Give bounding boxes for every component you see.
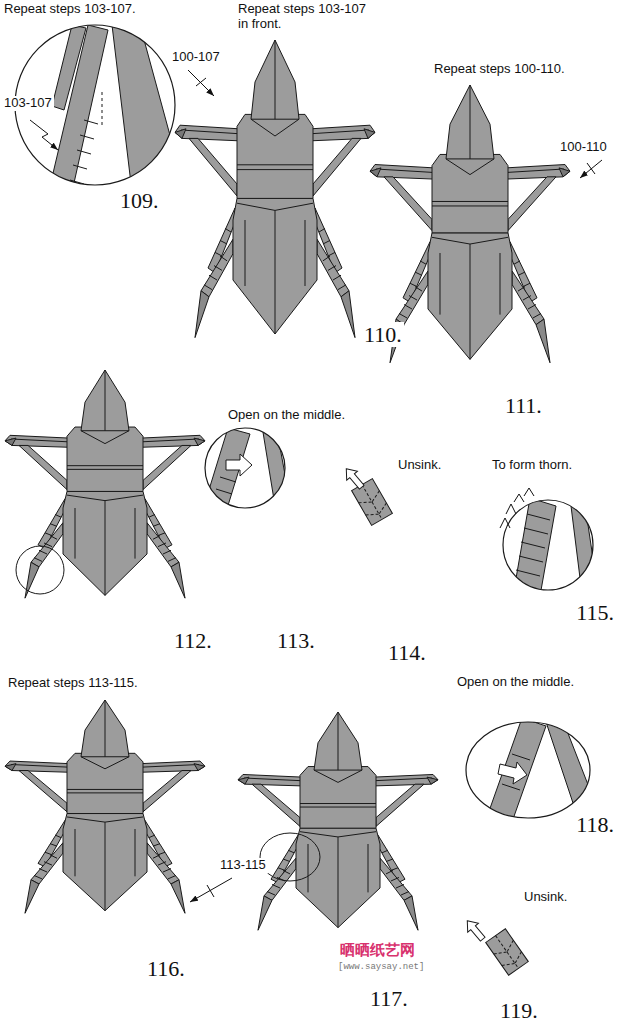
instruction-note: Open on the middle.	[455, 675, 576, 690]
highlight-ellipse	[260, 833, 320, 881]
detail-view-118-part-part	[512, 754, 530, 760]
highlight-circle	[16, 546, 64, 594]
detail-view-113-part	[205, 428, 285, 508]
step-number: 117.	[368, 986, 410, 1011]
unsink-piece-part-part	[486, 929, 529, 976]
step-number: 111.	[503, 393, 544, 418]
detail-view-118-part	[488, 718, 594, 822]
repeat-callout: 100-107	[170, 50, 222, 65]
unsink-piece	[341, 464, 392, 525]
beetle-figure	[175, 40, 375, 338]
detail-view-109-part-part	[77, 150, 91, 154]
unsink-piece-part	[462, 916, 488, 943]
repeat-callout: 100-110	[558, 140, 609, 155]
repeat-arrow	[580, 160, 602, 178]
step-number: 118.	[574, 812, 616, 837]
unsink-piece-part	[486, 929, 529, 976]
detail-view-113	[204, 426, 292, 512]
detail-view-113-part	[204, 426, 292, 512]
unsink-piece-part-part	[376, 503, 389, 514]
instruction-note: Repeat steps 100-110.	[432, 62, 567, 77]
detail-view-118-part-part	[498, 762, 527, 784]
unsink-piece-part-part	[369, 491, 382, 502]
watermark: 晒晒纸艺网	[338, 942, 417, 959]
detail-view-115-part-part	[521, 542, 545, 548]
detail-view-115-part-part	[500, 518, 510, 528]
detail-view-118-part-part	[546, 718, 594, 806]
step-number: 115.	[574, 600, 616, 625]
repeat-arrow	[188, 70, 214, 96]
detail-view-109-part-part	[112, 25, 174, 192]
instruction-note: Unsink.	[396, 458, 443, 473]
detail-view-115-part-part	[527, 514, 550, 520]
detail-view-115-part	[503, 500, 593, 590]
step-number: 109.	[118, 188, 161, 213]
detail-view-109-part-part	[80, 135, 94, 139]
unsink-piece-part	[341, 464, 367, 491]
detail-view-118	[466, 718, 594, 822]
detail-view-109-part-part	[50, 25, 108, 192]
repeat-callout: 103-107	[2, 96, 54, 111]
unsink-piece-part-part	[359, 497, 372, 508]
step-number: 116.	[145, 956, 187, 981]
detail-view-109-part-part	[102, 92, 103, 128]
detail-view-115-part-part	[570, 498, 598, 594]
instruction-note: To form thorn.	[490, 458, 574, 473]
repeat-callout: 113-115	[218, 858, 268, 873]
detail-view-113-part-part	[220, 477, 236, 482]
instruction-note: Open on the middle.	[226, 408, 347, 423]
detail-view-118-part-part	[502, 784, 520, 790]
unsink-piece	[462, 916, 528, 975]
unsink-piece-part-part	[504, 940, 517, 952]
beetle-figure	[5, 370, 205, 598]
detail-view-109-part	[30, 120, 58, 150]
repeat-arrow	[190, 878, 232, 902]
repeat-arrow-part	[188, 70, 214, 96]
unsink-piece-part-part	[496, 936, 519, 969]
instruction-note: Repeat steps 103-107 in front.	[236, 2, 375, 32]
detail-view-115-part-part	[524, 488, 534, 496]
detail-view-115-part	[514, 498, 598, 596]
unsink-piece-part-part	[494, 947, 507, 959]
repeat-arrow-part	[207, 885, 214, 897]
detail-view-115-part-part	[524, 528, 548, 534]
detail-view-115-part-part	[514, 494, 524, 502]
step-number: 114.	[386, 640, 428, 665]
detail-view-113-part-part	[226, 454, 252, 476]
detail-view-109-part-part	[84, 120, 98, 124]
detail-view-115-part-part	[519, 556, 543, 562]
detail-view-113-part-part	[262, 426, 292, 512]
beetle-figure	[5, 700, 205, 913]
detail-view-115-part-part	[516, 570, 540, 576]
detail-view-115-part-part	[514, 498, 556, 596]
unsink-piece-part-part	[366, 509, 379, 520]
instruction-note: Repeat steps 103-107.	[2, 2, 138, 17]
unsink-piece-part-part	[502, 959, 515, 971]
step-number: 110.	[362, 322, 404, 347]
detail-view-113-part-part	[216, 489, 232, 494]
step-number: 119.	[498, 998, 540, 1023]
instruction-note: Unsink.	[522, 890, 569, 905]
step-number: 113.	[275, 628, 317, 653]
detail-view-115	[500, 488, 598, 596]
unsink-piece-part-part	[512, 952, 525, 964]
detail-view-109-part	[50, 25, 174, 192]
repeat-arrow-part	[587, 163, 595, 174]
instruction-note: Repeat steps 113-115.	[6, 676, 140, 691]
detail-view-115-part	[500, 488, 534, 528]
repeat-arrow-part	[196, 78, 206, 86]
repeat-arrow-part	[580, 160, 602, 178]
beetle-figure	[238, 712, 438, 930]
detail-view-118-part-part	[488, 718, 546, 822]
step-number: 112.	[172, 628, 214, 653]
detail-view-109-part-part	[73, 165, 87, 169]
repeat-arrow-part	[190, 878, 232, 902]
detail-view-118-part	[466, 722, 590, 818]
watermark: [www.saysay.net]	[336, 962, 426, 972]
detail-view-115-part-part	[506, 504, 516, 514]
